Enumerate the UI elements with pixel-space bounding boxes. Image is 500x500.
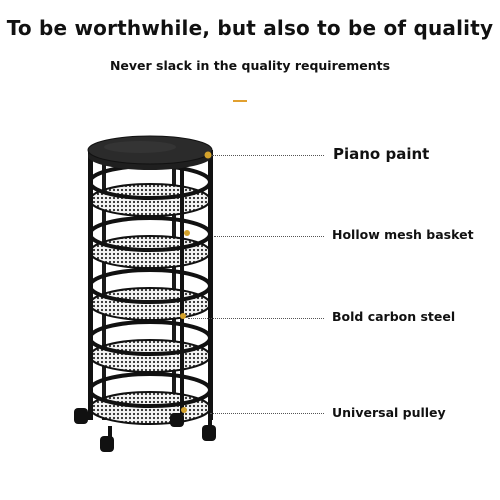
wheel-front-left	[74, 408, 92, 424]
wheel-front-right	[202, 418, 216, 441]
gold-knob-basket-3	[180, 313, 186, 319]
basket-4	[88, 320, 212, 373]
wheel-back-right	[170, 413, 184, 427]
post-back-left	[102, 150, 106, 420]
headline: To be worthwhile, but also to be of qual…	[6, 16, 494, 40]
post-front-center	[180, 160, 184, 415]
basket-1	[88, 164, 212, 217]
callout-universal-pulley: Universal pulley	[332, 405, 446, 420]
leader-line-piano-paint	[212, 155, 324, 156]
callout-piano-paint: Piano paint	[333, 145, 430, 163]
post-front-right	[208, 150, 213, 420]
gold-knob-top	[204, 151, 212, 159]
subheadline: Never slack in the quality requirements	[109, 58, 391, 73]
top-tray	[87, 135, 213, 170]
post-back-right	[172, 150, 176, 420]
leader-line-pulley	[210, 413, 324, 414]
accent-dash	[233, 100, 247, 102]
gold-knob-basket-2	[184, 230, 190, 236]
basket-2	[88, 216, 212, 269]
basket-3	[88, 268, 212, 321]
callout-hollow-mesh-basket: Hollow mesh basket	[332, 227, 474, 242]
post-front-left	[88, 150, 93, 420]
leader-line-carbon-steel	[188, 318, 324, 319]
basket-5	[88, 372, 212, 425]
leader-line-hollow-mesh	[214, 236, 324, 237]
callout-bold-carbon-steel: Bold carbon steel	[332, 309, 456, 324]
wheel-front-mid	[100, 426, 114, 452]
storage-cart-illustration	[74, 135, 216, 452]
gold-knob-basket-5	[181, 407, 187, 413]
